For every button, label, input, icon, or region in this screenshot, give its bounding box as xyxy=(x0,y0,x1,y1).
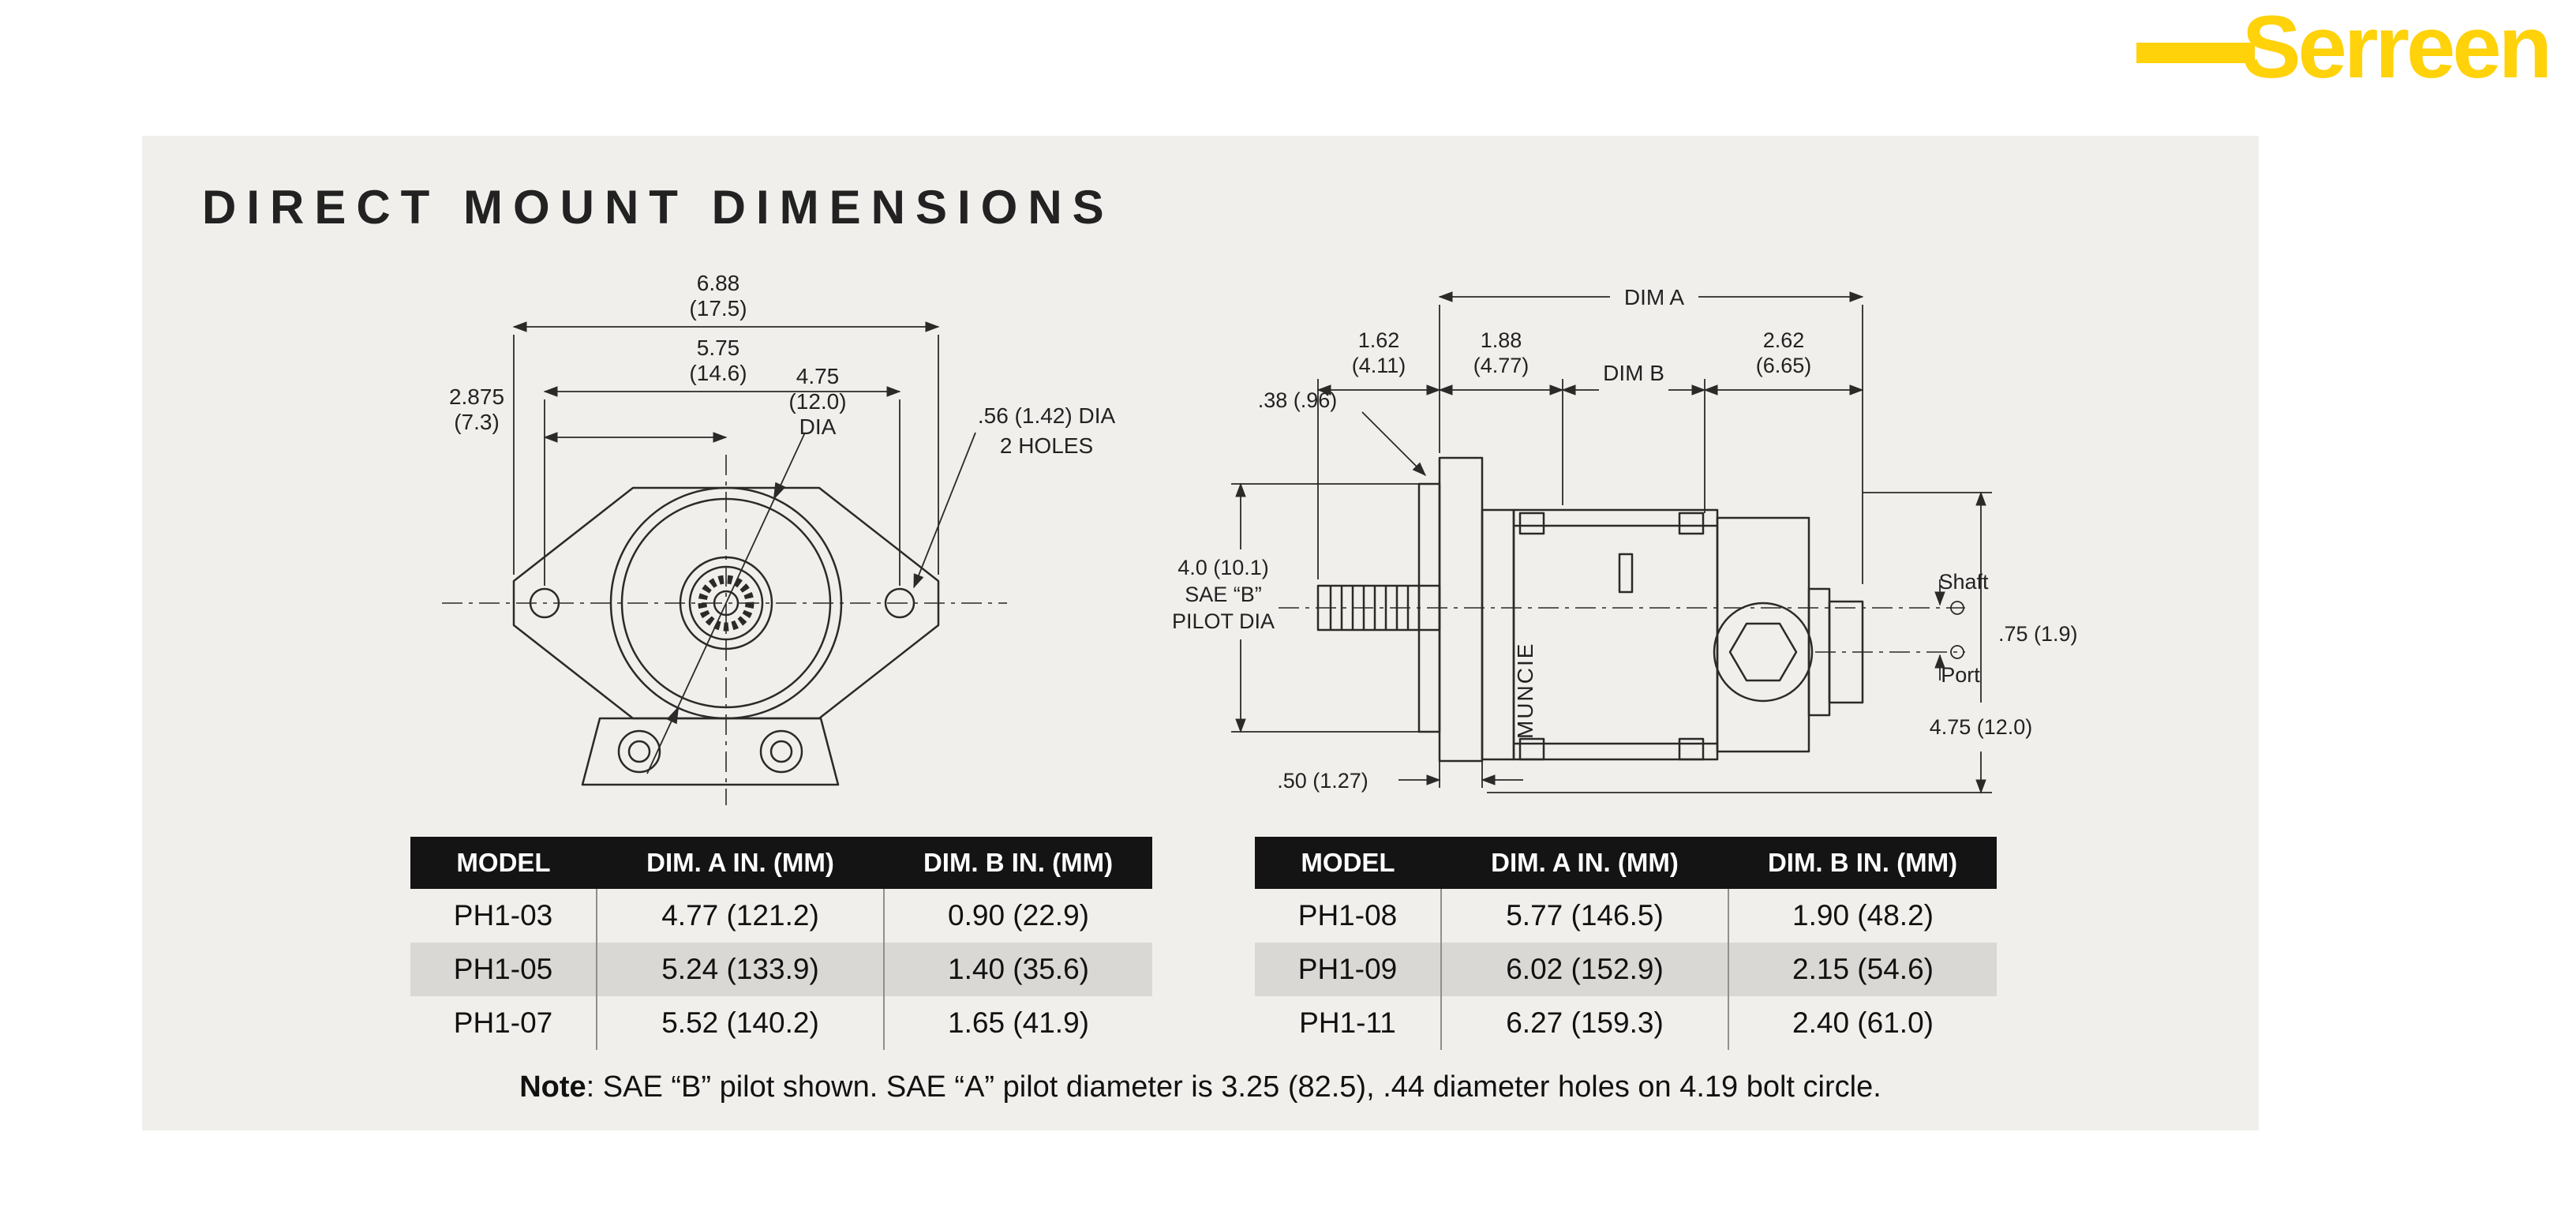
dim-mount-holes: .56 (1.42) DIA xyxy=(978,403,1116,428)
col-header-model: MODEL xyxy=(1255,837,1441,889)
dimension-table-large-models: MODEL DIM. A IN. (MM) DIM. B IN. (MM) PH… xyxy=(1255,837,1997,1050)
brand-logo: Serreen xyxy=(2136,0,2552,96)
col-header-dim-a: DIM. A IN. (MM) xyxy=(597,837,884,889)
cell-dim-a: 5.24 (133.9) xyxy=(596,943,884,996)
cell-dim-b: 1.40 (35.6) xyxy=(883,943,1152,996)
front-centerlines xyxy=(442,455,1007,805)
dim-pilot-dia-mm: (12.0) xyxy=(788,389,846,414)
col-header-dim-a: DIM. A IN. (MM) xyxy=(1441,837,1728,889)
cell-model: PH1-05 xyxy=(410,943,597,996)
dim-half-span: 2.875 xyxy=(449,384,504,409)
cell-model: PH1-09 xyxy=(1255,943,1441,996)
dim-overall-width: 6.88 xyxy=(697,271,740,295)
dim-rear-section-mm: (6.65) xyxy=(1756,354,1812,377)
table-row: PH1-05 5.24 (133.9) 1.40 (35.6) xyxy=(410,943,1152,996)
logo-dash-icon xyxy=(2136,43,2255,63)
page-title: DIRECT MOUNT DIMENSIONS xyxy=(202,181,1114,234)
cell-dim-b: 0.90 (22.9) xyxy=(883,889,1152,943)
shaft-centerline-label: Shaft xyxy=(1938,570,1989,594)
content-panel: DIRECT MOUNT DIMENSIONS xyxy=(142,136,2259,1130)
side-dimension-lines xyxy=(1231,291,1992,794)
table-row: PH1-11 6.27 (159.3) 2.40 (61.0) xyxy=(1255,996,1997,1050)
port-centerline-label: Port xyxy=(1941,663,1980,687)
cell-model: PH1-08 xyxy=(1297,899,1398,931)
dim-rear-section: 2.62 xyxy=(1763,328,1805,352)
side-centerlines xyxy=(1279,607,1965,653)
cell-dim-a: 5.77 (146.5) xyxy=(1440,889,1728,943)
dim-half-span-mm: (7.3) xyxy=(454,410,500,434)
table-header-row: MODEL DIM. A IN. (MM) DIM. B IN. (MM) xyxy=(1255,837,1997,889)
dim-pilot-dia-unit: DIA xyxy=(799,414,837,439)
table-header-row: MODEL DIM. A IN. (MM) DIM. B IN. (MM) xyxy=(410,837,1152,889)
dim-bolt-span-mm: (14.6) xyxy=(689,361,747,385)
logo-wordmark: Serreen xyxy=(2241,0,2552,96)
cell-model: PH1-11 xyxy=(1299,1006,1396,1039)
cell-model: PH1-07 xyxy=(453,1006,553,1039)
dim-pilot-sae: SAE “B” xyxy=(1185,583,1262,606)
col-header-dim-b: DIM. B IN. (MM) xyxy=(1728,837,1997,889)
side-view-drawing: MUNCIE xyxy=(1172,285,2078,794)
col-header-dim-b: DIM. B IN. (MM) xyxy=(884,837,1152,889)
front-view-drawing: 6.88 (17.5) 5.75 (14.6) 2.875 (7.3) 4.75… xyxy=(442,271,1116,805)
table-row: PH1-03 4.77 (121.2) 0.90 (22.9) xyxy=(410,889,1152,943)
dim-overall-width-mm: (17.5) xyxy=(689,296,747,320)
footnote-text: : SAE “B” pilot shown. SAE “A” pilot dia… xyxy=(586,1070,1881,1104)
cell-dim-b: 2.15 (54.6) xyxy=(1728,943,1997,996)
dim-shaft-ext-mm: (4.11) xyxy=(1352,354,1406,377)
dim-pilot-dia: 4.75 xyxy=(796,364,840,388)
col-header-model: MODEL xyxy=(410,837,597,889)
dim-pilot-diameter: 4.0 (10.1) xyxy=(1178,556,1269,579)
table-row: PH1-08 5.77 (146.5) 1.90 (48.2) xyxy=(1255,889,1997,943)
front-dimension-lines xyxy=(512,321,976,774)
cell-dim-a: 6.27 (159.3) xyxy=(1440,996,1728,1050)
cell-dim-b: 2.40 (61.0) xyxy=(1728,996,1997,1050)
dim-flange-section-mm: (4.77) xyxy=(1473,354,1530,377)
dim-shaft-ext: 1.62 xyxy=(1358,328,1400,352)
cell-dim-b: 1.65 (41.9) xyxy=(883,996,1152,1050)
dim-a-label: DIM A xyxy=(1624,285,1685,309)
dim-mount-holes-count: 2 HOLES xyxy=(1000,433,1093,458)
footnote: Note: SAE “B” pilot shown. SAE “A” pilot… xyxy=(142,1070,2259,1104)
dim-overall-height: 4.75 (12.0) xyxy=(1930,715,2033,739)
dimension-table-small-models: MODEL DIM. A IN. (MM) DIM. B IN. (MM) PH… xyxy=(410,837,1152,1050)
side-pump-geometry xyxy=(1316,456,1864,763)
cell-dim-a: 6.02 (152.9) xyxy=(1440,943,1728,996)
side-dimension-labels: DIM A 1.62 (4.11) 1.88 (4.77) DIM B 2.62… xyxy=(1172,285,2078,793)
footnote-label: Note xyxy=(519,1070,586,1104)
cell-dim-b: 1.90 (48.2) xyxy=(1728,889,1997,943)
table-row: PH1-07 5.52 (140.2) 1.65 (41.9) xyxy=(410,996,1152,1050)
cell-model: PH1-03 xyxy=(453,899,553,931)
cell-dim-a: 5.52 (140.2) xyxy=(596,996,884,1050)
table-row: PH1-09 6.02 (152.9) 2.15 (54.6) xyxy=(1255,943,1997,996)
dim-flange-thickness: .50 (1.27) xyxy=(1277,769,1368,793)
front-dimension-labels: 6.88 (17.5) 5.75 (14.6) 2.875 (7.3) 4.75… xyxy=(449,271,1116,458)
cell-dim-a: 4.77 (121.2) xyxy=(596,889,884,943)
pump-body-brand-label: MUNCIE xyxy=(1513,643,1537,739)
dim-b-label: DIM B xyxy=(1603,361,1664,385)
dim-bolt-span: 5.75 xyxy=(697,335,740,360)
dim-pilot-dia-caption: PILOT DIA xyxy=(1172,609,1275,633)
dim-shaft-port-offset: .75 (1.9) xyxy=(1998,622,2078,646)
dim-pilot-step: .38 (.96) xyxy=(1258,388,1338,412)
dim-flange-section: 1.88 xyxy=(1481,328,1522,352)
